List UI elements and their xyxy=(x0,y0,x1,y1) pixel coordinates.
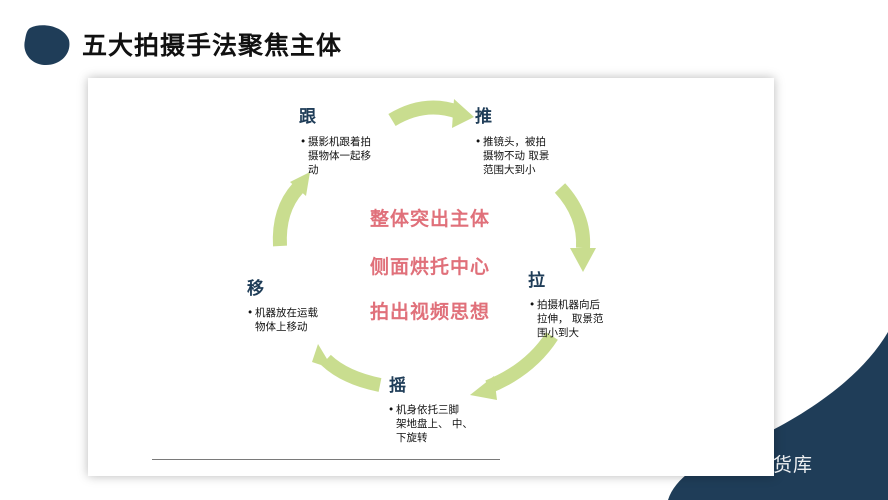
arrowhead-move xyxy=(312,344,333,369)
desc-line: 架地盘上、 中、 xyxy=(396,418,473,430)
arrow-pull-to-pan xyxy=(485,332,558,394)
arrow-move-to-follow xyxy=(272,183,304,247)
step-pan-desc: 机身依托三脚 架地盘上、 中、 下旋转 xyxy=(388,403,473,445)
step-push-desc: 推镜头，被拍 摄物不动 取景 范围大到小 xyxy=(475,135,550,177)
desc-line: 围小到大 xyxy=(537,327,579,339)
arrow-push-to-pull xyxy=(554,183,591,249)
desc-line: 物体上移动 xyxy=(255,321,308,333)
step-push-label: 推 xyxy=(475,107,492,127)
arrowhead-follow xyxy=(290,172,310,196)
desc-line: 推镜头，被拍 xyxy=(483,136,546,148)
desc-line: 拍摄机器向后 xyxy=(537,299,600,311)
step-pull-label: 拉 xyxy=(528,271,545,291)
step-move-label: 移 xyxy=(247,279,264,299)
page-title: 五大拍摄手法聚焦主体 xyxy=(82,31,343,60)
watermark: 知乎 @运营人干货库 xyxy=(626,454,814,476)
arrowhead-pan xyxy=(470,376,497,400)
desc-line: 拉伸， 取景范 xyxy=(537,313,604,325)
arrow-follow-to-push xyxy=(388,100,461,127)
desc-line: 摄影机跟着拍 xyxy=(308,136,371,148)
arrow-pan-to-move xyxy=(321,354,382,392)
step-follow-label: 跟 xyxy=(299,107,316,127)
desc-line: 下旋转 xyxy=(396,432,428,444)
arrowhead-pull xyxy=(570,248,596,272)
desc-line: 摄物体一起移 xyxy=(308,150,371,162)
center-line-1: 整体突出主体 xyxy=(369,208,490,230)
step-pull-desc: 拍摄机器向后 拉伸， 取景范 围小到大 xyxy=(529,298,604,340)
step-move-desc: 机器放在运载 物体上移动 xyxy=(247,306,318,334)
desc-line: 动 xyxy=(308,164,319,176)
desc-line: 范围大到小 xyxy=(483,164,536,176)
center-line-3: 拍出视频思想 xyxy=(369,301,490,323)
arrowhead-push xyxy=(452,99,474,128)
title-blob-icon xyxy=(24,25,70,66)
step-follow-desc: 摄影机跟着拍 摄物体一起移 动 xyxy=(300,135,371,177)
desc-line: 机器放在运载 xyxy=(255,307,318,319)
step-pan-label: 摇 xyxy=(389,376,406,396)
divider-line xyxy=(152,459,500,460)
center-line-2: 侧面烘托中心 xyxy=(369,256,490,278)
desc-line: 摄物不动 取景 xyxy=(483,150,550,162)
desc-line: 机身依托三脚 xyxy=(396,404,459,416)
